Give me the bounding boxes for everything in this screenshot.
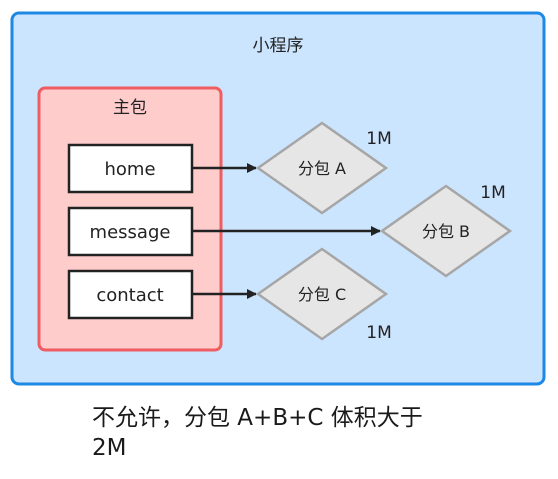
page-label-home: home: [104, 159, 155, 180]
subpackage-a-label: 分包 A: [298, 159, 346, 178]
caption-line-2: 2M: [92, 435, 127, 461]
page-box-message: [67, 206, 194, 257]
caption: 不允许，分包 A+B+C 体积大于 2M: [92, 403, 472, 463]
main-package-label: 主包: [113, 98, 147, 118]
subpackage-a-diamond: [255, 121, 389, 215]
subpackage-a-size: 1M: [366, 129, 391, 149]
page-label-message: message: [90, 222, 171, 243]
subpackage-b-label: 分包 B: [422, 222, 470, 241]
subpackage-c-label: 分包 C: [298, 285, 346, 304]
subpackage-c-diamond: [255, 247, 389, 341]
page-label-contact: contact: [96, 285, 163, 306]
subpackage-c-size: 1M: [366, 323, 391, 343]
mini-program-title: 小程序: [253, 36, 304, 56]
subpackage-b-diamond: [379, 184, 513, 278]
caption-line-1: 不允许，分包 A+B+C 体积大于: [92, 405, 423, 431]
subpackage-b-size: 1M: [480, 183, 505, 203]
